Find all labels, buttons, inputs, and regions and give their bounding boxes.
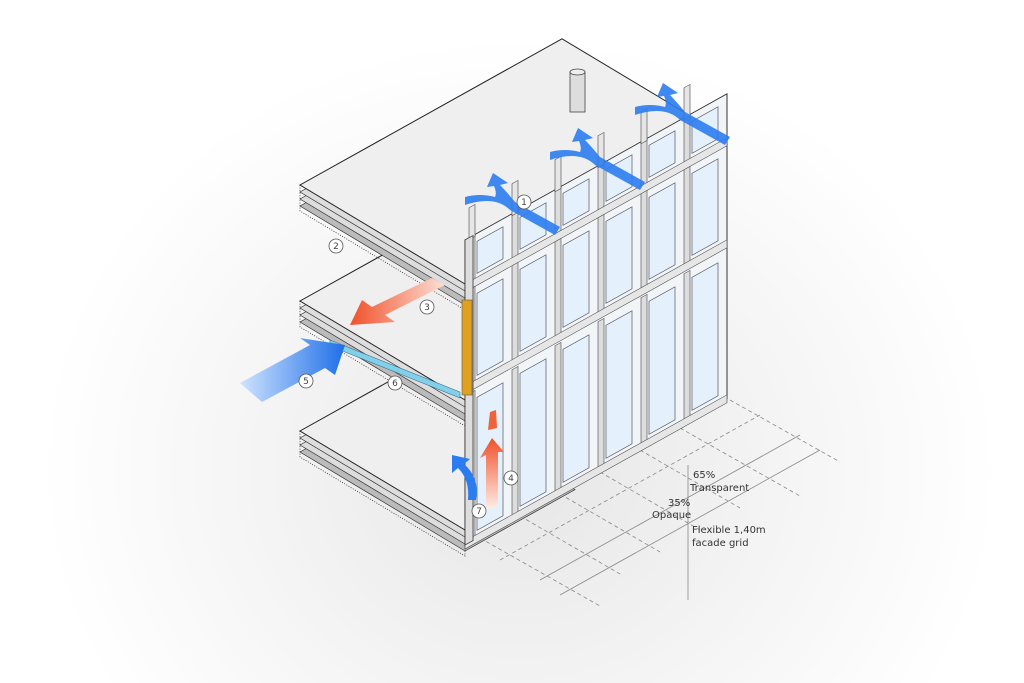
opaque-label: Opaque — [652, 510, 691, 521]
marker-circle — [503, 470, 519, 486]
opaque-percent: 35% — [668, 498, 690, 509]
warm-air-arrow-top — [488, 410, 497, 430]
callout-marker-2: 2 — [328, 238, 344, 254]
parapet-fin — [468, 203, 476, 241]
marker-circle — [298, 373, 314, 389]
roof-chimney — [569, 68, 586, 113]
marker-circle — [471, 503, 487, 519]
marker-number: 5 — [303, 377, 309, 387]
facade-front — [464, 83, 728, 550]
air-flow-arrows — [240, 83, 730, 510]
facade-grid — [464, 83, 728, 550]
marker-circle — [516, 194, 532, 210]
grid-label-line1: Flexible 1,40m — [692, 525, 766, 536]
grid-label-line2: facade grid — [692, 538, 749, 549]
insulation-layer — [461, 299, 473, 396]
facade-grid-dimensions — [479, 399, 841, 607]
glass-pane — [648, 286, 676, 435]
glass-pane — [562, 230, 590, 328]
marker-number: 3 — [424, 303, 430, 313]
glass-pane — [605, 206, 633, 304]
warm-air-arrow-3 — [350, 278, 445, 325]
marker-number: 4 — [508, 474, 514, 484]
marker-number: 7 — [476, 507, 482, 517]
mullion — [683, 269, 691, 424]
marker-number: 1 — [521, 198, 527, 208]
callout-marker-6: 6 — [387, 375, 403, 391]
mullion — [511, 209, 519, 263]
cool-air-arrow — [635, 83, 730, 145]
mullion — [640, 293, 648, 448]
roof-air-arrow — [550, 128, 645, 190]
mullion — [597, 317, 605, 472]
roof-air-arrow — [465, 173, 560, 235]
transparent-label: Transparent — [689, 483, 749, 494]
glass-pane — [691, 262, 719, 411]
transparent-percent: 65% — [693, 470, 715, 481]
marker-number: 6 — [392, 379, 398, 389]
mullion — [511, 261, 519, 365]
fresh-air-arrow-5 — [240, 338, 345, 402]
marker-circle — [419, 299, 435, 315]
slab-edge-grille — [299, 430, 466, 557]
cool-air-arrow — [465, 173, 560, 235]
marker-circle — [328, 238, 344, 254]
glass-pane — [691, 158, 719, 256]
slab-edge-grille — [299, 300, 466, 427]
mullion — [511, 365, 519, 520]
cool-air-curved-arrow-7 — [452, 455, 477, 500]
warm-air-rising-arrow-4 — [480, 438, 504, 510]
callout-marker-5: 5 — [298, 373, 314, 389]
callout-marker-3: 3 — [419, 299, 435, 315]
slab-edge-grille — [299, 184, 466, 311]
mullion — [554, 341, 562, 496]
cool-air-arrow — [550, 128, 645, 190]
callout-markers: 1 2 3 4 5 6 7 — [298, 194, 532, 519]
callout-marker-4: 4 — [503, 470, 519, 486]
parapet-fin — [640, 107, 648, 145]
mullion — [683, 165, 691, 269]
mullion — [597, 161, 605, 215]
mullion — [554, 237, 562, 341]
glass-pane — [648, 130, 676, 178]
glass-pane — [476, 226, 504, 274]
roof-air-arrow — [635, 83, 730, 145]
glass-pane — [562, 334, 590, 483]
glass-pane — [605, 310, 633, 459]
mullion — [597, 213, 605, 317]
glass-pane — [648, 182, 676, 280]
marker-circle — [387, 375, 403, 391]
marker-number: 2 — [333, 242, 339, 252]
floor-slab — [299, 38, 728, 311]
glass-pane — [562, 178, 590, 226]
glass-pane — [519, 358, 547, 507]
glass-pane — [519, 254, 547, 352]
callout-marker-7: 7 — [471, 503, 487, 519]
mullion — [640, 189, 648, 293]
parapet-fin — [554, 155, 562, 193]
glass-pane — [476, 278, 504, 376]
callout-marker-1: 1 — [516, 194, 532, 210]
